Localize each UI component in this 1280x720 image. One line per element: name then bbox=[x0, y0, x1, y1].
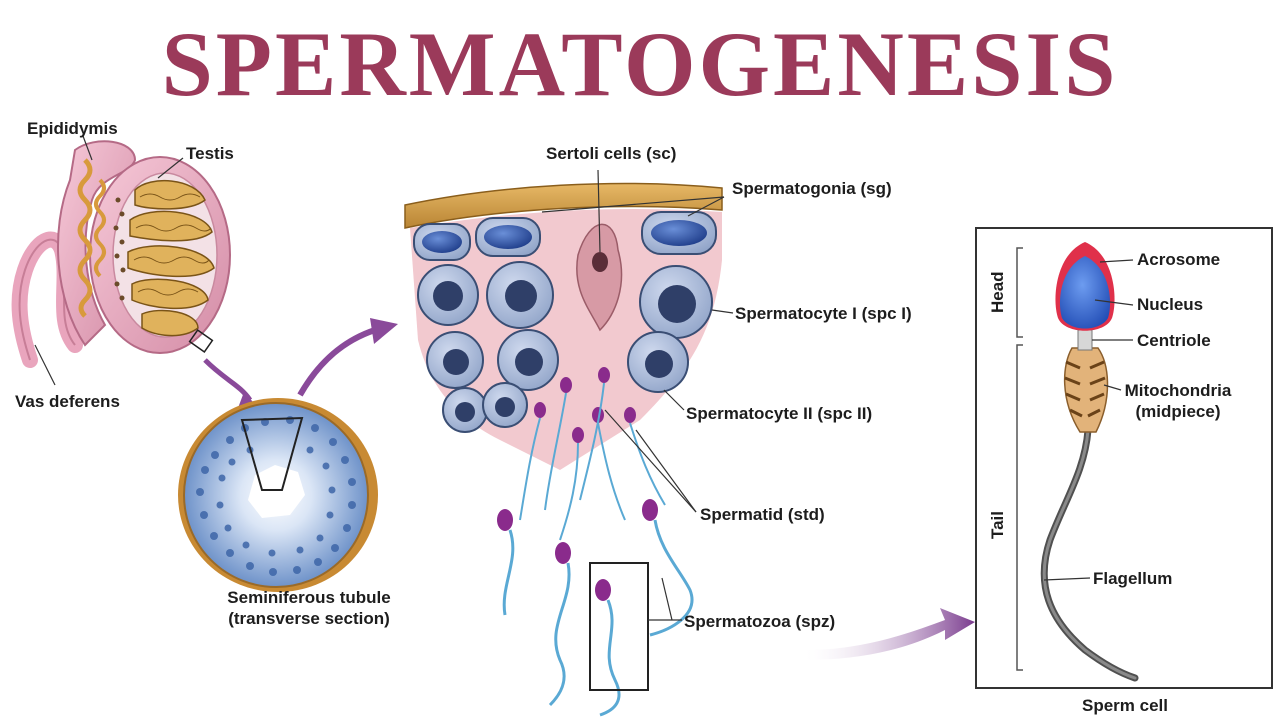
label-mitochondria: Mitochondria (midpiece) bbox=[1118, 380, 1238, 422]
tubule-wall-illustration bbox=[404, 169, 734, 717]
label-spermatogonia: Spermatogonia (sg) bbox=[732, 179, 892, 198]
label-sertoli-cells: Sertoli cells (sc) bbox=[546, 144, 677, 163]
label-mitochondria-line1: Mitochondria bbox=[1124, 381, 1232, 400]
label-centriole: Centriole bbox=[1137, 331, 1211, 350]
label-tubule-line1: Seminiferous tubule bbox=[227, 588, 391, 607]
label-nucleus: Nucleus bbox=[1137, 295, 1204, 314]
label-vas-deferens: Vas deferens bbox=[15, 392, 120, 411]
label-spermatid: Spermatid (std) bbox=[700, 505, 825, 524]
page-title: SPERMATOGENESIS bbox=[161, 13, 1119, 115]
sperm-cell-panel bbox=[975, 227, 1273, 689]
label-tubule-line2: (transverse section) bbox=[228, 609, 390, 628]
seminiferous-tubule-illustration bbox=[178, 398, 378, 592]
label-testis: Testis bbox=[186, 144, 234, 163]
label-spermatocyte-1: Spermatocyte I (spc I) bbox=[735, 304, 912, 323]
label-mitochondria-line2: (midpiece) bbox=[1135, 402, 1221, 421]
label-spermatocyte-2: Spermatocyte II (spc II) bbox=[686, 404, 873, 423]
label-head: Head bbox=[988, 271, 1007, 313]
label-sperm-cell-caption: Sperm cell bbox=[1082, 696, 1168, 715]
arrow-tubule-to-wall bbox=[297, 327, 376, 397]
testis-illustration bbox=[11, 135, 231, 386]
label-spermatozoa: Spermatozoa (spz) bbox=[684, 612, 836, 631]
label-flagellum: Flagellum bbox=[1093, 569, 1173, 588]
label-epididymis: Epididymis bbox=[27, 119, 118, 138]
arrow-to-sperm-cell bbox=[805, 608, 975, 660]
label-tail: Tail bbox=[988, 510, 1007, 540]
label-acrosome: Acrosome bbox=[1137, 250, 1221, 269]
label-seminiferous-tubule: Seminiferous tubule (transverse section) bbox=[198, 587, 420, 629]
